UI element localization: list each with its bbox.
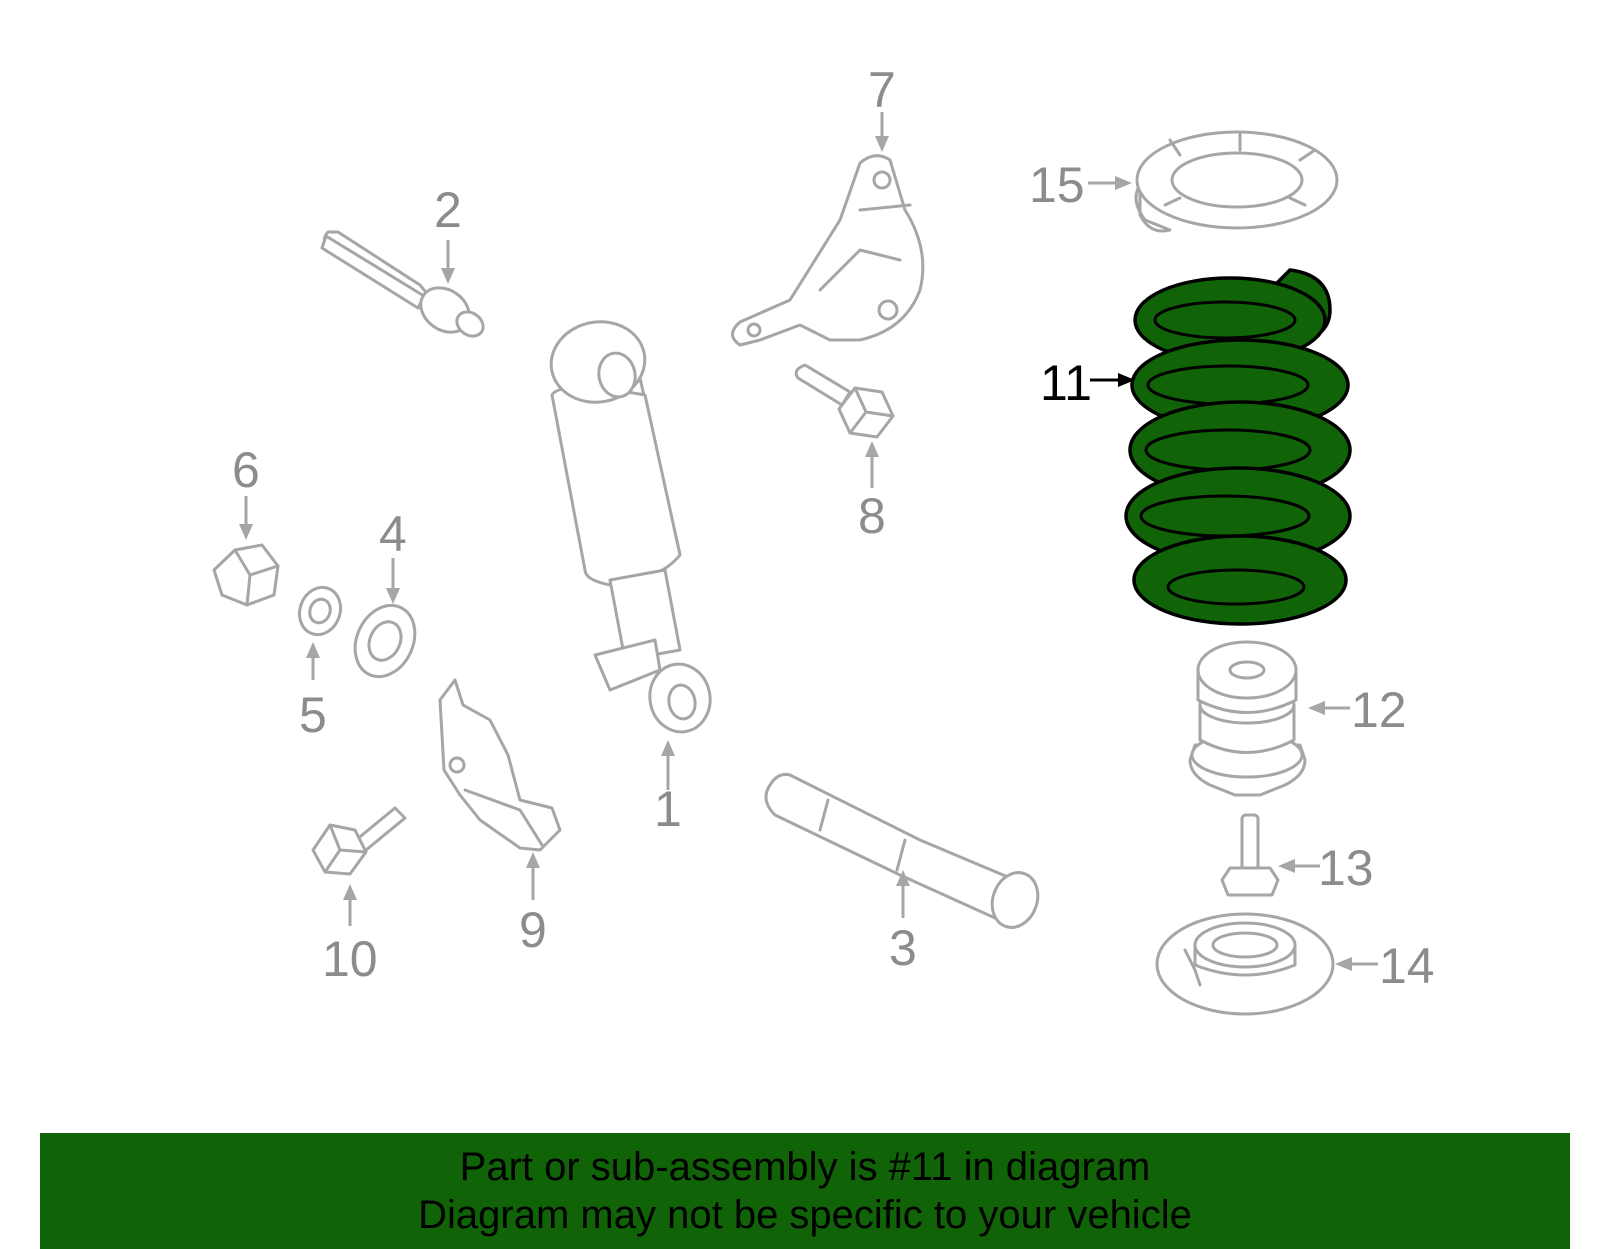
part-2-bolt[interactable] <box>320 230 488 341</box>
label-13: 13 <box>1318 840 1374 896</box>
part-14-lower-insulator[interactable] <box>1155 912 1335 1016</box>
label-14: 14 <box>1379 938 1435 994</box>
callout-9: 9 <box>519 852 547 958</box>
part-9-bracket[interactable] <box>438 678 562 852</box>
part-8-bolt[interactable] <box>794 363 895 439</box>
callout-4: 4 <box>379 506 407 604</box>
part-12-bump-stop[interactable] <box>1188 640 1307 797</box>
part-10-bolt[interactable] <box>311 806 407 876</box>
label-8: 8 <box>858 488 886 544</box>
banner-line-2: Diagram may not be specific to your vehi… <box>418 1193 1192 1237</box>
part-4-washer[interactable] <box>344 596 426 687</box>
callout-8: 8 <box>858 441 886 544</box>
label-10: 10 <box>322 931 378 987</box>
banner-line-1: Part or sub-assembly is #11 in diagram <box>459 1145 1151 1189</box>
callout-14: 14 <box>1335 938 1435 994</box>
callout-3: 3 <box>889 870 917 976</box>
callout-13: 13 <box>1278 840 1374 896</box>
callout-1: 1 <box>654 740 682 837</box>
part-13-bolt[interactable] <box>1220 813 1280 897</box>
label-7: 7 <box>868 62 896 118</box>
part-15-insulator[interactable] <box>1134 130 1339 233</box>
part-1-shock-absorber[interactable] <box>545 314 716 736</box>
label-1: 1 <box>654 781 682 837</box>
part-3-pin[interactable] <box>764 773 1045 933</box>
info-banner: Part or sub-assembly is #11 in diagram D… <box>40 1133 1570 1249</box>
label-11: 11 <box>1040 355 1092 411</box>
callout-10: 10 <box>322 884 378 987</box>
callout-15: 15 <box>1029 157 1132 213</box>
label-12: 12 <box>1351 682 1407 738</box>
label-2: 2 <box>434 182 462 238</box>
part-11-coil-spring[interactable] <box>1124 268 1352 626</box>
part-7-bracket[interactable] <box>731 154 925 347</box>
label-6: 6 <box>232 442 260 498</box>
label-4: 4 <box>379 506 407 562</box>
label-15: 15 <box>1029 157 1085 213</box>
part-5-washer[interactable] <box>293 582 347 641</box>
callout-6: 6 <box>232 442 260 540</box>
label-9: 9 <box>519 902 547 958</box>
callout-12: 12 <box>1308 682 1407 738</box>
callout-2: 2 <box>434 182 462 284</box>
part-6-nut[interactable] <box>212 543 280 607</box>
callout-11: 11 <box>1040 355 1135 411</box>
label-3: 3 <box>889 920 917 976</box>
callout-7: 7 <box>868 62 896 152</box>
label-5: 5 <box>299 687 327 743</box>
callout-5: 5 <box>299 642 327 743</box>
